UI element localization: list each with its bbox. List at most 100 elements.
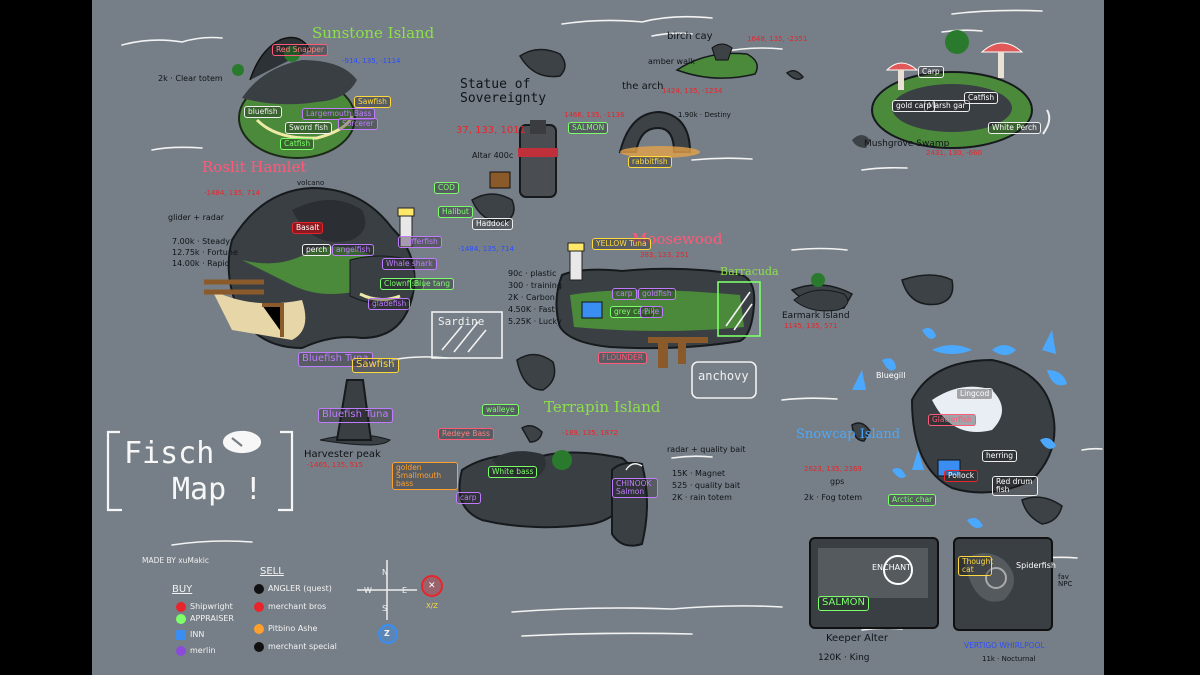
fish-herring[interactable]: herring xyxy=(982,450,1018,462)
arch-shape xyxy=(618,110,700,158)
mushgrove-coords: 2431, 130, -660 xyxy=(926,149,982,157)
fish-pufferfish[interactable]: pufferfish xyxy=(398,236,442,248)
fish-catfish-swamp[interactable]: Catfish xyxy=(964,92,999,104)
compass-south[interactable]: S xyxy=(382,604,388,613)
fish-bluefish-tuna-2[interactable]: Bluefish Tuna xyxy=(318,408,393,423)
roslit-rod-0: 7.00k · Steady xyxy=(172,237,230,246)
fish-yellow-tuna[interactable]: YELLOW Tuna xyxy=(592,238,651,250)
fish-chinook-salmon[interactable]: CHINOOK Salmon xyxy=(612,478,658,498)
fish-catfish-sunstone[interactable]: Catfish xyxy=(280,138,315,150)
fish-thought-cat[interactable]: Thought cat xyxy=(958,556,993,576)
moosewood-label[interactable]: Moosewood xyxy=(632,230,723,248)
fish-pollock[interactable]: Pollock xyxy=(944,470,979,482)
fish-sorcerer[interactable]: Sorcerer xyxy=(338,118,378,130)
moose-rod-2: 2K · Carbon xyxy=(508,293,555,302)
legend-buy-title: BUY xyxy=(172,584,193,595)
fish-cod[interactable]: COD xyxy=(434,182,459,194)
legend-buy-3: merlin xyxy=(190,646,216,655)
fish-haddock[interactable]: Haddock xyxy=(472,218,513,230)
fish-salmon-keeper[interactable]: SALMON xyxy=(818,596,869,611)
statue-shape xyxy=(489,120,558,198)
fish-barracuda[interactable]: Barracuda xyxy=(720,265,779,278)
fish-anchovy[interactable]: anchovy xyxy=(698,369,749,383)
fish-golden-carp[interactable]: gold carp xyxy=(892,100,936,112)
sunstone-island-label[interactable]: Sunstone Island xyxy=(312,24,435,42)
fish-goldfish[interactable]: goldfish xyxy=(638,288,676,300)
fish-blue-tang[interactable]: Blue tang xyxy=(410,278,455,290)
zoom-button[interactable]: Z xyxy=(384,629,390,638)
roslit-rod-2: 14.00k · Rapid xyxy=(172,259,230,268)
fish-halibut[interactable]: Halibut xyxy=(438,206,473,218)
earmark-island-label[interactable]: Earmark Island xyxy=(782,311,850,321)
vertigo-price: 11k · Nocturnal xyxy=(982,655,1036,663)
amber-coords: 1424, 135, -1234 xyxy=(662,87,723,95)
fish-spiderfish[interactable]: Spiderfish xyxy=(1016,561,1056,570)
snowcap-island-label[interactable]: Snowcap Island xyxy=(796,427,901,442)
fish-clownfish[interactable]: Clownfish xyxy=(380,278,425,290)
fish-red-snapper[interactable]: Red Snapper xyxy=(272,44,328,56)
snowcap-gps-note: gps xyxy=(830,477,845,486)
fish-bluefish-tuna-1[interactable]: Bluefish Tuna xyxy=(298,352,373,367)
terrapin-item-1: 525 · quality bait xyxy=(672,481,741,490)
compass-north[interactable]: N xyxy=(382,568,388,577)
fish-marsh-gar[interactable]: Marsh gar xyxy=(924,100,970,112)
fish-swordfish[interactable]: Sword fish xyxy=(285,122,332,134)
fish-lingcod[interactable]: Lingcod xyxy=(956,388,994,400)
merchant-bros-icon xyxy=(254,602,264,612)
terrapin-shape xyxy=(458,450,648,547)
fish-mushgrove-carp[interactable]: Carp xyxy=(918,66,944,78)
fish-carp-terrapin[interactable]: carp xyxy=(456,492,481,504)
legend-sell-1: merchant bros xyxy=(268,602,327,611)
vertigo-whirlpool-label[interactable]: VERTIGO WHIRLPOOL xyxy=(964,641,1045,650)
clever-totem-note: 2k · Clear totem xyxy=(158,74,223,83)
fish-salmon-arch[interactable]: SALMON xyxy=(568,122,609,134)
sunstone-coords: -914, 135, -1114 xyxy=(342,57,401,65)
statue-coords: 37, 133, 1011 xyxy=(456,125,526,136)
terrapin-island-label[interactable]: Terrapin Island xyxy=(544,398,661,416)
fish-arctic-char[interactable]: Arctic char xyxy=(888,494,937,506)
compass-east[interactable]: E xyxy=(402,586,408,595)
legend-sell-3: merchant special xyxy=(268,642,337,651)
map-title-line2: Map ! xyxy=(172,472,263,507)
fish-glacierfish[interactable]: Glacierfish xyxy=(928,414,976,426)
roslit-hamlet-label[interactable]: Roslit Hamlet xyxy=(202,158,307,176)
mushgrove-swamp-label[interactable]: Mushgrove Swamp xyxy=(864,139,950,149)
destiny-note: 1.90k · Destiny xyxy=(678,111,731,119)
fish-white-bass[interactable]: White bass xyxy=(488,466,538,478)
enchant-label[interactable]: ENCHANT xyxy=(872,563,911,572)
close-hint: X/Z xyxy=(426,602,438,610)
legend-sell-title: SELL xyxy=(260,566,284,577)
fish-sawfish-2[interactable]: Sawfish xyxy=(352,358,399,373)
fish-perch[interactable]: perch xyxy=(302,244,332,256)
fish-bluefish-sunstone[interactable]: bluefish xyxy=(244,106,282,118)
keeper-alter-label[interactable]: Keeper Alter xyxy=(826,633,888,644)
fish-rabbitfish[interactable]: rabbitfish xyxy=(628,156,672,168)
terrapin-item-0: 15K · Magnet xyxy=(672,469,726,478)
fish-walleye[interactable]: walleye xyxy=(482,404,519,416)
fish-basalt[interactable]: Basalt xyxy=(292,222,324,234)
harvester-peak-label[interactable]: Harvester peak xyxy=(304,449,381,460)
statue-of-sovereignty-label[interactable]: Statue of Sovereignty xyxy=(460,77,547,107)
fish-white-perch[interactable]: White Perch xyxy=(988,122,1041,134)
close-icon[interactable]: ✕ xyxy=(428,581,436,591)
fish-sardine[interactable]: Sardine xyxy=(438,315,485,328)
fish-bluegill[interactable]: Bluegill xyxy=(876,371,906,380)
fish-red-drum[interactable]: Red drum fish xyxy=(992,476,1038,496)
fish-redeye-bass[interactable]: Redeye Bass xyxy=(438,428,494,440)
fisch-map[interactable]: Sunstone Island -914, 135, -1114 2k · Cl… xyxy=(92,0,1104,675)
fish-golden-smallmouth-bass[interactable]: golden Smallmouth bass xyxy=(392,462,458,490)
fish-gladefish[interactable]: gladefish xyxy=(368,298,411,310)
amber-walk-label[interactable]: amber walk xyxy=(648,57,695,66)
fish-moose-carp[interactable]: carp xyxy=(612,288,637,300)
birch-cay-label[interactable]: birch cay xyxy=(667,31,713,42)
fish-sawfish-sunstone[interactable]: Sawfish xyxy=(354,96,391,108)
fish-grey-carp[interactable]: grey carp xyxy=(610,306,654,318)
fish-flounder[interactable]: FLOUNDER xyxy=(598,352,647,364)
the-arch-label[interactable]: the arch xyxy=(622,81,664,92)
fish-whale-shark[interactable]: Whale shark xyxy=(382,258,437,270)
fish-pike-moose[interactable]: Pike xyxy=(640,306,664,318)
compass-west[interactable]: W xyxy=(364,586,372,595)
volcano-note: volcano xyxy=(297,179,325,187)
inset-boxes xyxy=(809,537,1053,631)
fish-angelfish[interactable]: angelfish xyxy=(332,244,375,256)
